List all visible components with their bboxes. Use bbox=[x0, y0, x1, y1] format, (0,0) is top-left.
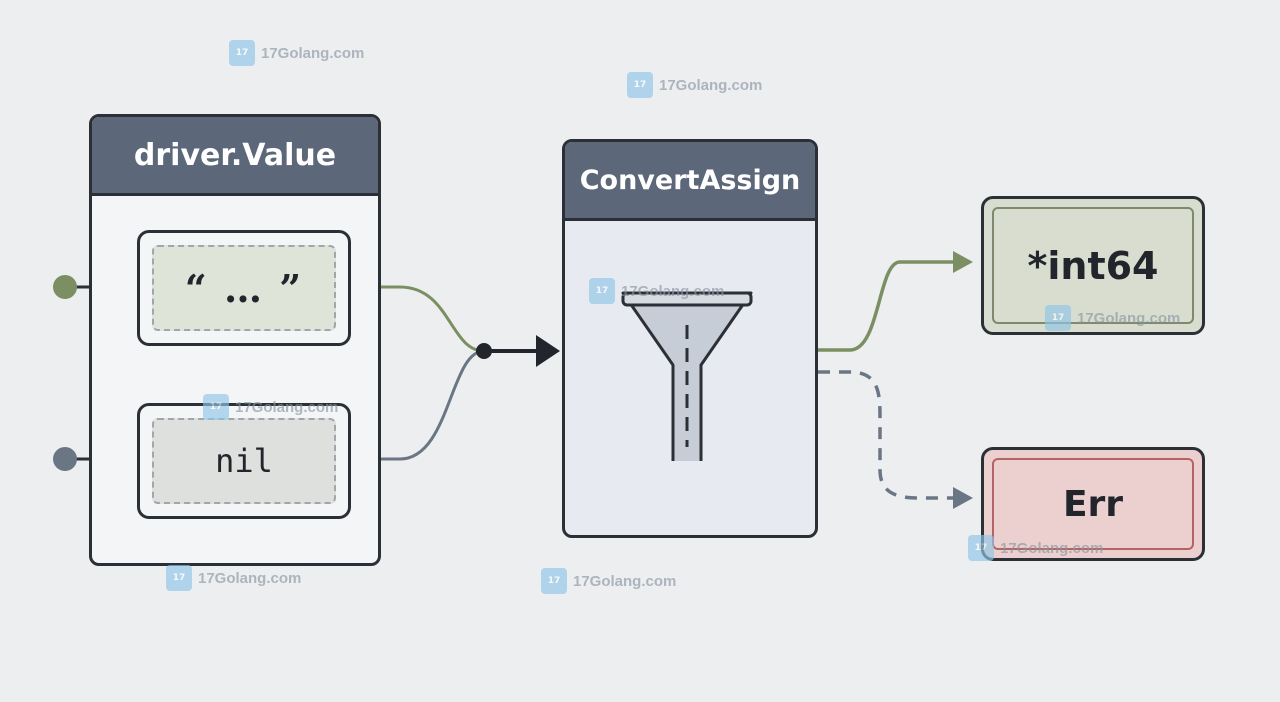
success-arrowhead bbox=[953, 251, 973, 273]
watermark-logo-icon: 17 bbox=[229, 40, 255, 66]
watermark-text: 17Golang.com bbox=[1000, 539, 1104, 557]
watermark-logo-icon: 17 bbox=[627, 72, 653, 98]
watermark: 17 17Golang.com bbox=[166, 565, 301, 591]
watermark-text: 17Golang.com bbox=[198, 569, 302, 587]
convert-assign-panel: ConvertAssign bbox=[562, 139, 818, 538]
watermark: 17 17Golang.com bbox=[229, 40, 364, 66]
watermark-logo-icon: 17 bbox=[968, 535, 994, 561]
watermark-text: 17Golang.com bbox=[235, 398, 339, 416]
watermark-logo-icon: 17 bbox=[589, 278, 615, 304]
watermark-logo-icon: 17 bbox=[203, 394, 229, 420]
string-value-box: “ … ” bbox=[137, 230, 351, 346]
merge-arrowhead bbox=[536, 335, 560, 367]
watermark-text: 17Golang.com bbox=[659, 76, 763, 94]
nil-input-dot bbox=[53, 447, 77, 471]
error-label: Err bbox=[992, 458, 1194, 550]
nil-value: nil bbox=[152, 418, 336, 504]
string-path bbox=[351, 285, 485, 353]
watermark: 17 17Golang.com bbox=[627, 72, 762, 98]
int64-result-box: *int64 bbox=[981, 196, 1205, 335]
driver-value-title: driver.Value bbox=[92, 117, 378, 196]
watermark: 17 17Golang.com bbox=[589, 278, 724, 304]
watermark-text: 17Golang.com bbox=[621, 282, 725, 300]
watermark-text: 17Golang.com bbox=[261, 44, 365, 62]
error-path bbox=[818, 370, 955, 500]
watermark: 17 17Golang.com bbox=[1045, 305, 1180, 331]
int64-label: *int64 bbox=[992, 207, 1194, 324]
nil-path bbox=[351, 349, 485, 461]
watermark: 17 17Golang.com bbox=[541, 568, 676, 594]
string-input-dot bbox=[53, 275, 77, 299]
error-result-box: Err bbox=[981, 447, 1205, 561]
watermark-text: 17Golang.com bbox=[573, 572, 677, 590]
watermark-logo-icon: 17 bbox=[166, 565, 192, 591]
funnel-icon bbox=[621, 291, 753, 461]
watermark: 17 17Golang.com bbox=[203, 394, 338, 420]
success-path bbox=[818, 260, 955, 352]
watermark-logo-icon: 17 bbox=[1045, 305, 1071, 331]
watermark: 17 17Golang.com bbox=[968, 535, 1103, 561]
string-value: “ … ” bbox=[152, 245, 336, 331]
convert-assign-title: ConvertAssign bbox=[565, 142, 815, 221]
error-arrowhead bbox=[953, 487, 973, 509]
watermark-text: 17Golang.com bbox=[1077, 309, 1181, 327]
nil-value-box: nil bbox=[137, 403, 351, 519]
watermark-logo-icon: 17 bbox=[541, 568, 567, 594]
